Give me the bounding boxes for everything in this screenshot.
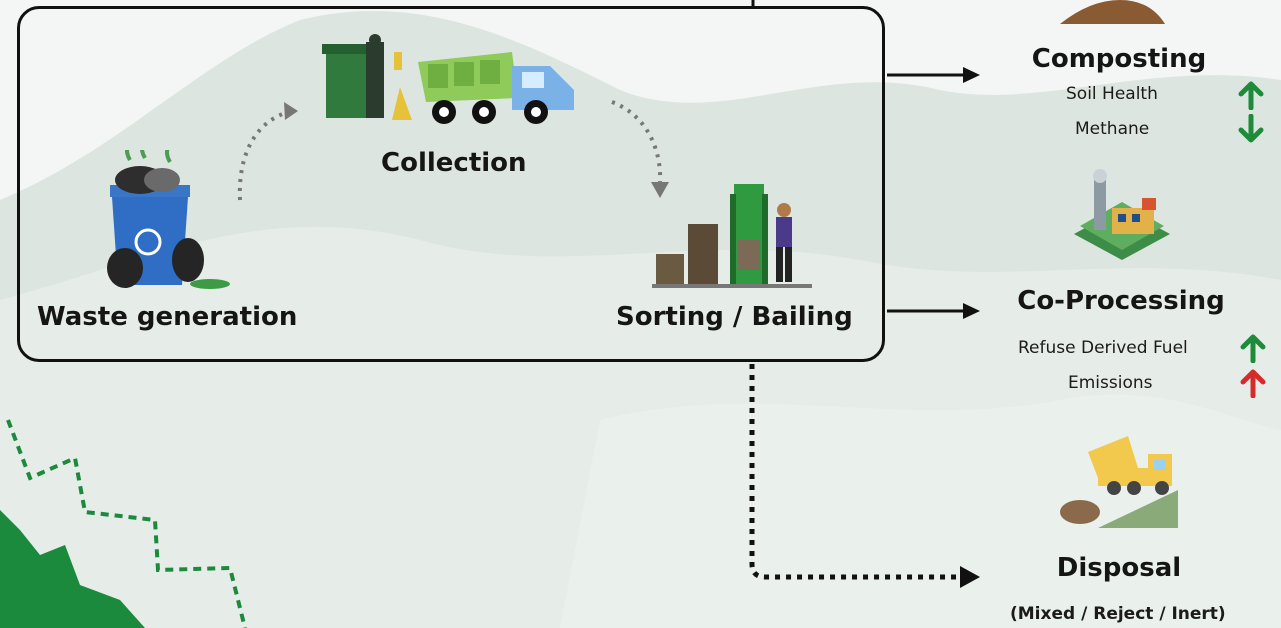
trend-down-arrow-icon <box>1238 114 1264 143</box>
arrow-to-coprocessing <box>887 303 980 319</box>
metric-label-refuse-derived-fuel: Refuse Derived Fuel <box>1018 338 1188 358</box>
dotted-arrow-generation-to-collection <box>237 102 298 201</box>
disposal-subtitle: (Mixed / Reject / Inert) <box>1010 604 1226 624</box>
dotted-arrow-to-disposal <box>749 364 980 588</box>
green-corner-shape <box>0 510 145 628</box>
trend-up-arrow-icon <box>1240 334 1266 363</box>
compost-pile-icon <box>1060 0 1165 24</box>
stage-label-collection: Collection <box>381 148 527 178</box>
factory-icon <box>1074 169 1170 260</box>
outcome-title-coprocessing: Co-Processing <box>1017 286 1225 316</box>
trend-up-red-arrow-icon <box>1240 369 1266 398</box>
outcome-title-disposal: Disposal <box>1056 553 1182 583</box>
waste-bin-icon <box>107 150 230 289</box>
stage-label-waste-generation: Waste generation <box>37 302 298 332</box>
metric-label-methane: Methane <box>1075 119 1150 139</box>
stage-label-sorting-bailing: Sorting / Bailing <box>616 302 853 332</box>
dotted-zigzag-line <box>6 419 247 628</box>
bailing-machine-icon <box>652 184 812 288</box>
outcome-title-composting: Composting <box>1031 44 1207 74</box>
trend-up-arrow-icon <box>1238 81 1264 110</box>
metric-label-emissions: Emissions <box>1068 373 1153 393</box>
dump-truck-icon <box>1060 436 1178 528</box>
metric-label-soil-health: Soil Health <box>1066 84 1158 104</box>
dotted-arrow-collection-to-sorting <box>611 100 669 198</box>
garbage-truck-icon <box>322 34 574 124</box>
process-box <box>17 6 885 362</box>
arrow-to-composting <box>887 67 980 83</box>
